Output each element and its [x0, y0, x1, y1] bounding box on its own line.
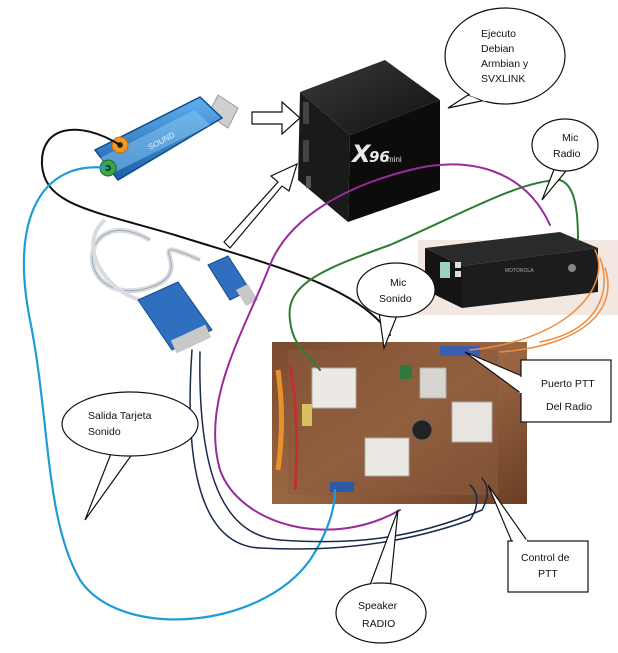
usb-sound-card: SOUND: [93, 94, 239, 181]
wire-blue: [22, 166, 337, 621]
relay-1: [451, 401, 493, 443]
callout-salida-line-1: Salida Tarjeta: [88, 410, 152, 422]
tv-box-x96mini: X 96 mini: [298, 60, 440, 222]
callout-control-line-1: Control de: [521, 552, 570, 564]
wire-green: [288, 178, 579, 371]
wire-orange-2: [499, 267, 609, 353]
transformer-2: [364, 437, 410, 477]
brand-x: X: [350, 140, 372, 168]
radio-print: MOTOROLA: [505, 268, 534, 274]
usb-port-2: [303, 140, 309, 162]
callout-ejecuto-line-4: SVXLINK: [481, 73, 525, 85]
wire-orange-3: [469, 249, 600, 351]
callout-speaker-line-2: RADIO: [362, 618, 395, 630]
radio-motorola: MOTOROLA: [418, 232, 618, 315]
callout-mic-radio-line-2: Radio: [553, 148, 581, 160]
relay-2: [419, 367, 447, 399]
callout-mic-radio-line-1: Mic: [562, 132, 578, 144]
callout-ejecuto-line-1: Ejecuto: [481, 28, 516, 40]
usb-port-1: [303, 102, 309, 124]
callout-puerto-ptt: Puerto PTT Del Radio: [464, 351, 612, 423]
wires: [22, 128, 609, 621]
callout-puerto-line-2: Del Radio: [546, 401, 592, 413]
arrow-serial-to-box: [223, 162, 298, 249]
usb-serial-cable: [89, 218, 258, 354]
callout-salida-line-2: Sonido: [88, 426, 121, 438]
callout-ejecuto-line-3: Armbian y: [481, 58, 529, 70]
interface-board: [272, 342, 527, 504]
transformer-1: [311, 367, 357, 409]
callout-speaker-line-1: Speaker: [358, 600, 398, 612]
callout-control-ptt: Control de PTT: [487, 484, 589, 593]
callout-control-line-2: PTT: [538, 568, 558, 580]
brand-mini: mini: [387, 155, 402, 164]
wire-black: [40, 128, 391, 336]
capacitor: [411, 419, 433, 441]
wire-purple: [214, 163, 551, 531]
wire-serial-2: [199, 351, 488, 543]
callout-mic-sonido-line-1: Mic: [390, 277, 406, 289]
arrow-usb-to-box: [251, 100, 301, 136]
callout-ejecuto-line-2: Debian: [481, 43, 514, 55]
brand-96: 96: [369, 148, 390, 166]
hdmi-port: [306, 176, 311, 188]
callout-mic-sonido-line-2: Sonido: [379, 293, 412, 305]
wire-orange-1: [539, 257, 605, 343]
callout-puerto-line-1: Puerto PTT: [541, 378, 595, 390]
